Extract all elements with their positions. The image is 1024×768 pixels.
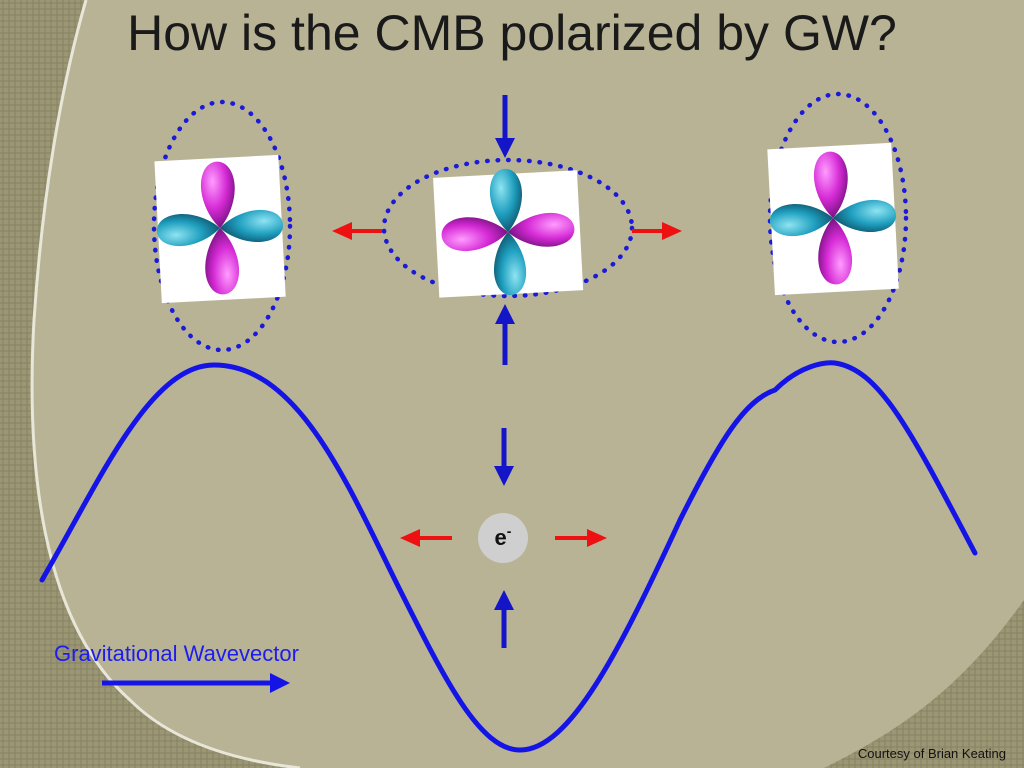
quadrupole-icon: [154, 154, 286, 304]
border-texture: [0, 0, 300, 768]
compression-arrows-top: [495, 95, 515, 365]
border-texture-right: [824, 600, 1024, 768]
slide-title: How is the CMB polarized by GW?: [127, 5, 897, 61]
electron-icon: e-: [478, 513, 528, 563]
stretch-arrows-electron: [400, 529, 607, 547]
border-edge: [30, 0, 301, 768]
compression-arrows-electron: [494, 428, 514, 648]
dotted-ellipse-left: [151, 99, 293, 353]
electron-charge: -: [506, 523, 512, 539]
dotted-ellipse-right: [767, 91, 909, 345]
wavevector-arrow: [102, 673, 290, 693]
credit-text: Courtesy of Brian Keating: [857, 746, 1006, 761]
electron-symbol: e: [494, 525, 507, 550]
quadrupole-icon: [767, 142, 899, 296]
stretch-arrows-top: [332, 222, 682, 240]
wavevector-label: Gravitational Wavevector: [54, 641, 299, 666]
dotted-ellipse-center: [381, 157, 635, 299]
quadrupole-icon: [433, 168, 584, 298]
wave-curve: [39, 360, 978, 753]
